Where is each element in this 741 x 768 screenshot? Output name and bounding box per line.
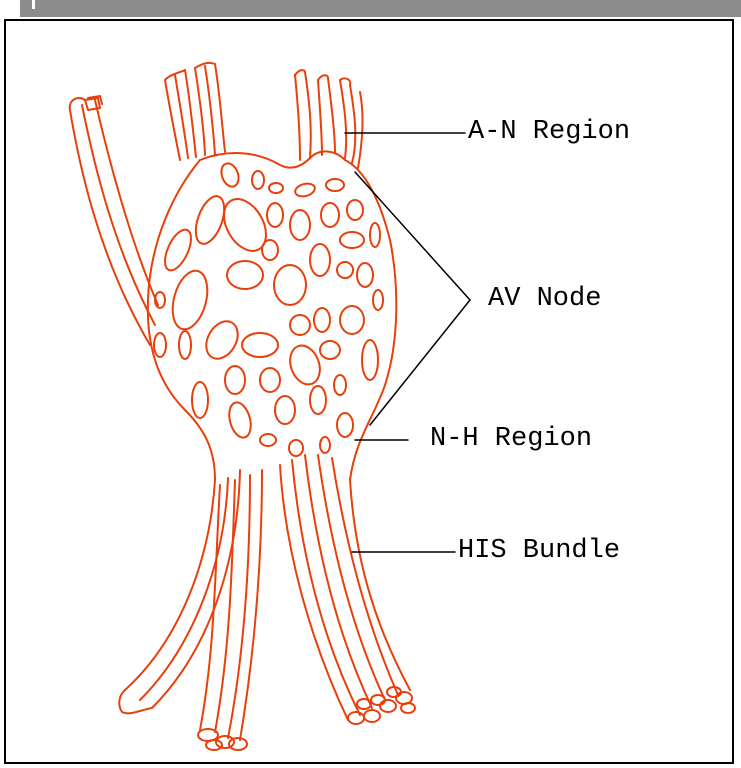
node-mesh-cells (154, 161, 383, 456)
label-his-bundle: HIS Bundle (458, 538, 620, 565)
atrial-fibers-left (165, 63, 225, 160)
leader-lines (345, 133, 470, 552)
his-bundle-fibers (119, 455, 410, 740)
label-av-node: AV Node (488, 286, 601, 313)
atrial-fibers-right (295, 70, 363, 168)
left-branch (70, 96, 158, 345)
label-an-region: A-N Region (468, 119, 630, 146)
leader-av-node-lower (370, 300, 470, 425)
label-nh-region: N-H Region (430, 426, 592, 453)
